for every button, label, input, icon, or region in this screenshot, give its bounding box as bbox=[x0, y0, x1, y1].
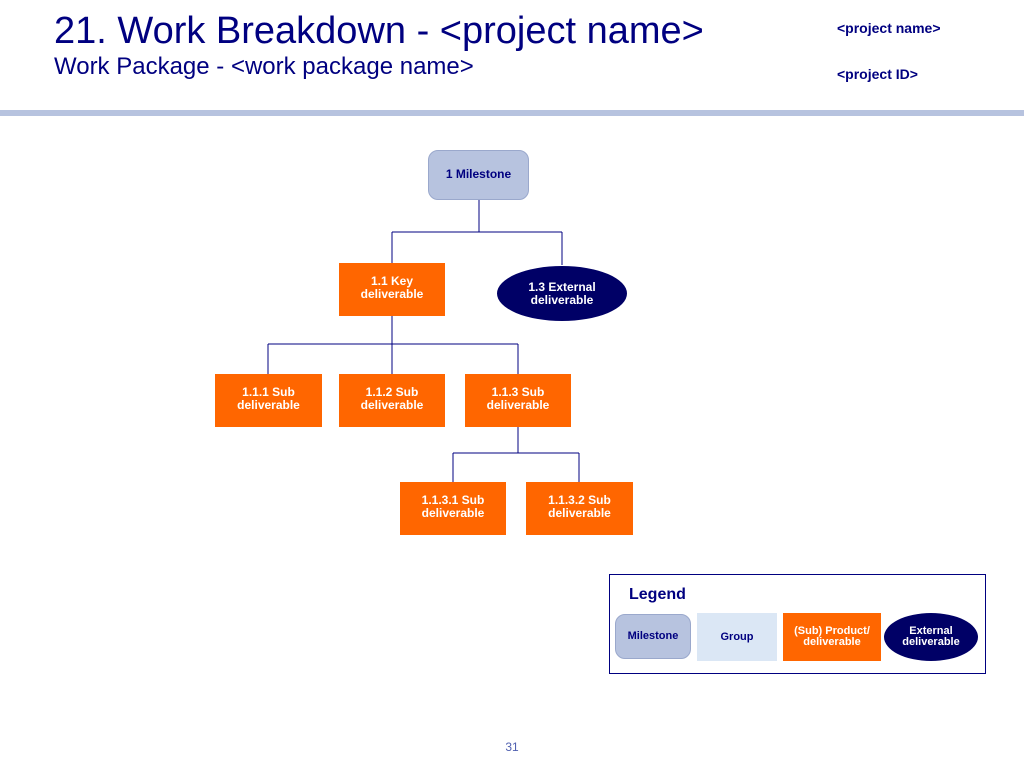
milestone-node: 1 Milestone bbox=[428, 150, 529, 200]
header-divider bbox=[0, 110, 1024, 116]
sub-deliverable-1-node: 1.1.1 Sub deliverable bbox=[215, 374, 322, 427]
legend-box bbox=[609, 574, 986, 674]
page-number: 31 bbox=[505, 740, 519, 754]
project-id-label: <project ID> bbox=[837, 66, 918, 82]
sub-deliverable-3-2-node: 1.1.3.2 Sub deliverable bbox=[526, 482, 633, 535]
key-deliverable-node: 1.1 Key deliverable bbox=[339, 263, 445, 316]
external-deliverable-node: 1.3 External deliverable bbox=[496, 265, 628, 322]
legend-product-deliverable: (Sub) Product/ deliverable bbox=[783, 613, 881, 661]
sub-deliverable-2-node: 1.1.2 Sub deliverable bbox=[339, 374, 445, 427]
sub-deliverable-3-node: 1.1.3 Sub deliverable bbox=[465, 374, 571, 427]
legend-milestone: Milestone bbox=[615, 614, 691, 659]
legend-group: Group bbox=[697, 613, 777, 661]
legend-external-deliverable: External deliverable bbox=[883, 612, 979, 662]
page-subtitle: Work Package - <work package name> bbox=[54, 53, 474, 80]
project-name-label: <project name> bbox=[837, 20, 941, 36]
page-title: 21. Work Breakdown - <project name> bbox=[54, 10, 704, 52]
sub-deliverable-3-1-node: 1.1.3.1 Sub deliverable bbox=[400, 482, 506, 535]
legend-title: Legend bbox=[629, 586, 686, 603]
